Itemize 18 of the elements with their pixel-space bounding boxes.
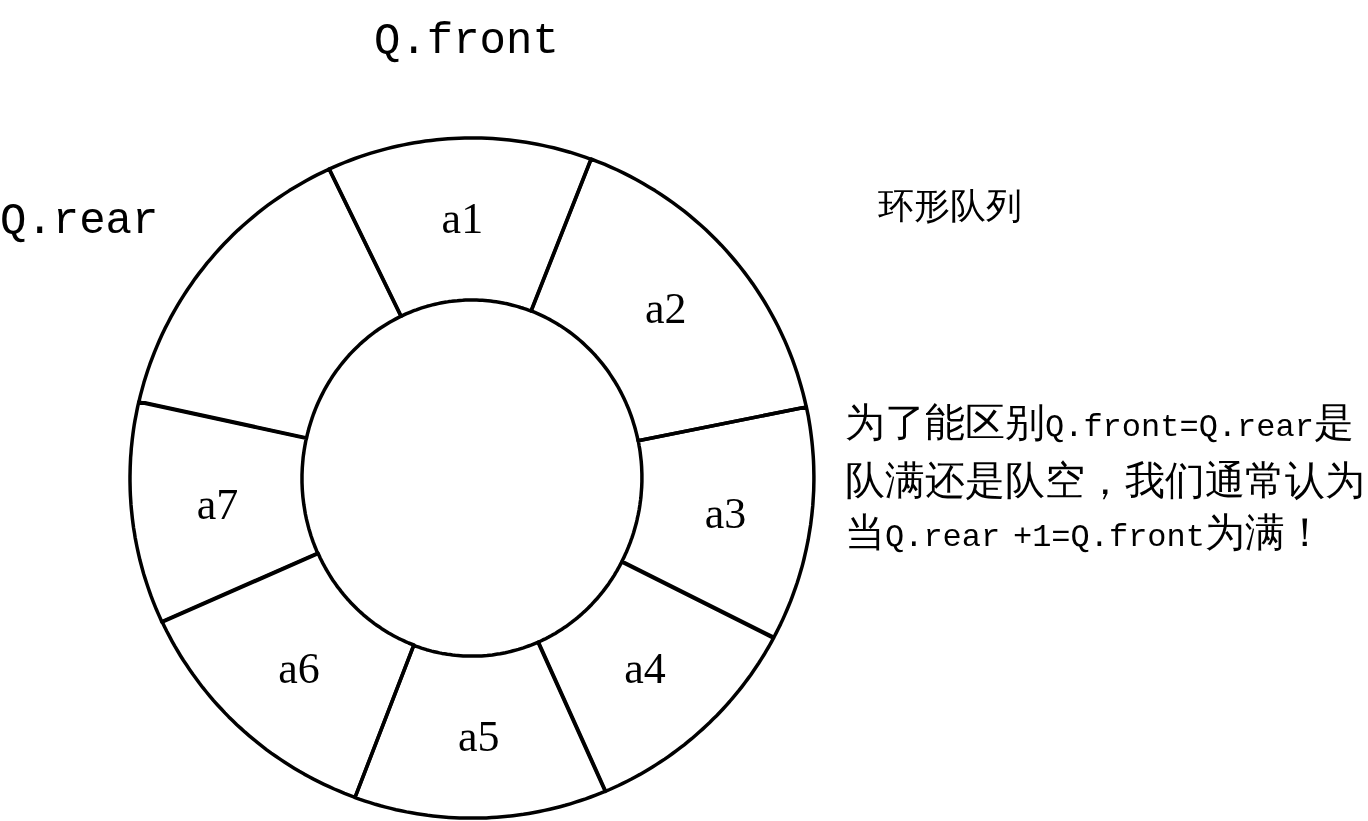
ring-segment bbox=[353, 639, 608, 820]
pointer-label: Q.rear bbox=[0, 196, 159, 246]
note-text: 为了能区别Q.front=Q.rear是队满还是队空，我们通常认为当Q.rear +1=Q.front为满！ bbox=[845, 398, 1366, 558]
ring-segment bbox=[620, 405, 816, 640]
ring-segment bbox=[529, 157, 809, 443]
segment-label: a6 bbox=[278, 646, 320, 691]
segment-label: a1 bbox=[441, 197, 484, 242]
segment-label: a2 bbox=[645, 286, 687, 331]
ring-segment bbox=[160, 551, 416, 800]
segment-label: a7 bbox=[196, 483, 239, 528]
segment-label: a3 bbox=[704, 492, 747, 537]
ring-segment bbox=[128, 399, 320, 624]
segment-label: a5 bbox=[457, 714, 500, 759]
pointer-label: Q.front bbox=[374, 16, 559, 66]
title-label: 环形队列 bbox=[878, 184, 1022, 228]
ring-segment bbox=[327, 136, 594, 319]
ring-segment bbox=[536, 559, 776, 793]
segment-label: a4 bbox=[624, 646, 666, 691]
